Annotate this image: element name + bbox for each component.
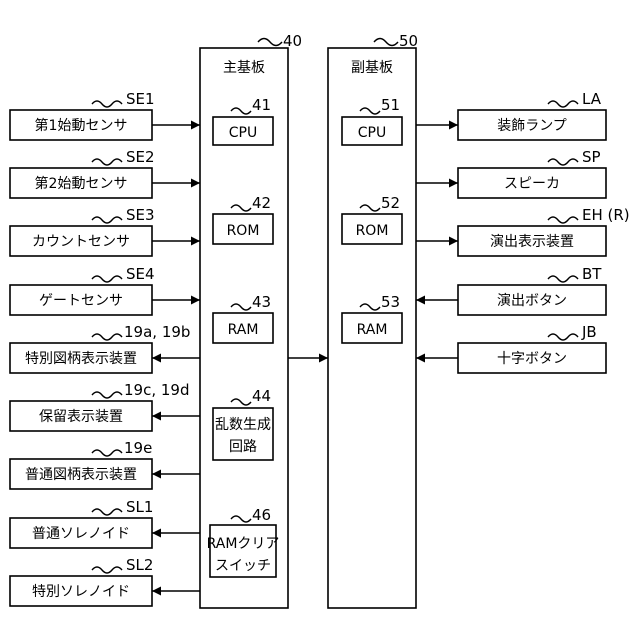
- sub-cpu-ref: 51: [381, 96, 400, 114]
- left-device-sl1: SL1 普通ソレノイド: [10, 498, 200, 548]
- left-device-label: 普通図柄表示装置: [25, 467, 137, 483]
- sub-rom-label: ROM: [356, 223, 389, 239]
- right-device-jb: JB 十字ボタン: [416, 323, 606, 373]
- left-device-label: 特別図柄表示装置: [25, 351, 137, 367]
- right-device-label: スピーカ: [504, 176, 560, 192]
- left-device-ref: SE3: [126, 206, 155, 224]
- right-device-la: LA 装飾ランプ: [416, 90, 606, 140]
- left-device-ref: SE2: [126, 148, 155, 166]
- right-device-ref: SP: [582, 148, 601, 166]
- sub-rom-ref: 52: [381, 194, 400, 212]
- left-device-se1: SE1 第1始動センサ: [10, 90, 200, 140]
- left-device-label: カウントセンサ: [32, 234, 130, 250]
- right-device-ref: EH (R): [582, 206, 630, 224]
- left-device-se2: SE2 第2始動センサ: [10, 148, 200, 198]
- left-device-ref: SE1: [126, 90, 155, 108]
- sub-cpu-label: CPU: [358, 125, 386, 141]
- left-device-ref: 19e: [124, 439, 152, 457]
- left-device-se3: SE3 カウントセンサ: [10, 206, 200, 256]
- main-rom-label: ROM: [227, 223, 260, 239]
- left-device-ref: SE4: [126, 265, 155, 283]
- main-board-ref: 40: [283, 32, 302, 50]
- left-device-19e: 19e 普通図柄表示装置: [10, 439, 200, 489]
- left-device-sl2: SL2 特別ソレノイド: [10, 556, 200, 606]
- left-device-ref: SL1: [126, 498, 153, 516]
- right-device-eh: EH (R) 演出表示装置: [416, 206, 630, 256]
- left-device-19ab: 19a, 19b 特別図柄表示装置: [10, 323, 200, 373]
- sub-board-ref: 50: [399, 32, 418, 50]
- left-device-label: 第1始動センサ: [35, 117, 128, 134]
- ram-clear-switch-label-2: スイッチ: [215, 558, 271, 574]
- right-device-label: 演出ボタン: [497, 293, 567, 309]
- left-device-se4: SE4 ゲートセンサ: [10, 265, 200, 315]
- left-device-ref: SL2: [126, 556, 153, 574]
- right-device-label: 演出表示装置: [490, 234, 574, 250]
- main-cpu-label: CPU: [229, 125, 257, 141]
- left-device-ref: 19a, 19b: [124, 323, 190, 341]
- left-device-label: ゲートセンサ: [39, 293, 123, 309]
- right-device-label: 装飾ランプ: [497, 118, 567, 134]
- right-device-sp: SP スピーカ: [416, 148, 606, 198]
- sub-board-title: 副基板: [351, 59, 393, 76]
- random-number-circuit-label-1: 乱数生成: [215, 417, 271, 433]
- right-device-ref: LA: [582, 90, 602, 108]
- ram-clear-switch-ref: 46: [252, 506, 271, 524]
- right-device-ref: BT: [582, 265, 602, 283]
- random-number-circuit-ref: 44: [252, 387, 271, 405]
- left-device-label: 保留表示装置: [39, 409, 123, 425]
- right-device-label: 十字ボタン: [497, 351, 567, 367]
- sub-ram-label: RAM: [357, 322, 388, 338]
- main-rom-ref: 42: [252, 194, 271, 212]
- left-device-label: 特別ソレノイド: [32, 584, 130, 600]
- left-device-ref: 19c, 19d: [124, 381, 189, 399]
- right-device-bt: BT 演出ボタン: [416, 265, 606, 315]
- right-device-ref: JB: [581, 323, 597, 341]
- main-ram-label: RAM: [228, 322, 259, 338]
- left-device-label: 普通ソレノイド: [32, 526, 130, 542]
- main-ram-ref: 43: [252, 293, 271, 311]
- main-cpu-ref: 41: [252, 96, 271, 114]
- main-board-title: 主基板: [223, 59, 265, 76]
- sub-ram-ref: 53: [381, 293, 400, 311]
- ram-clear-switch-label-1: RAMクリア: [207, 536, 280, 552]
- left-device-19cd: 19c, 19d 保留表示装置: [10, 381, 200, 431]
- random-number-circuit-label-2: 回路: [229, 439, 257, 455]
- left-device-label: 第2始動センサ: [35, 175, 128, 192]
